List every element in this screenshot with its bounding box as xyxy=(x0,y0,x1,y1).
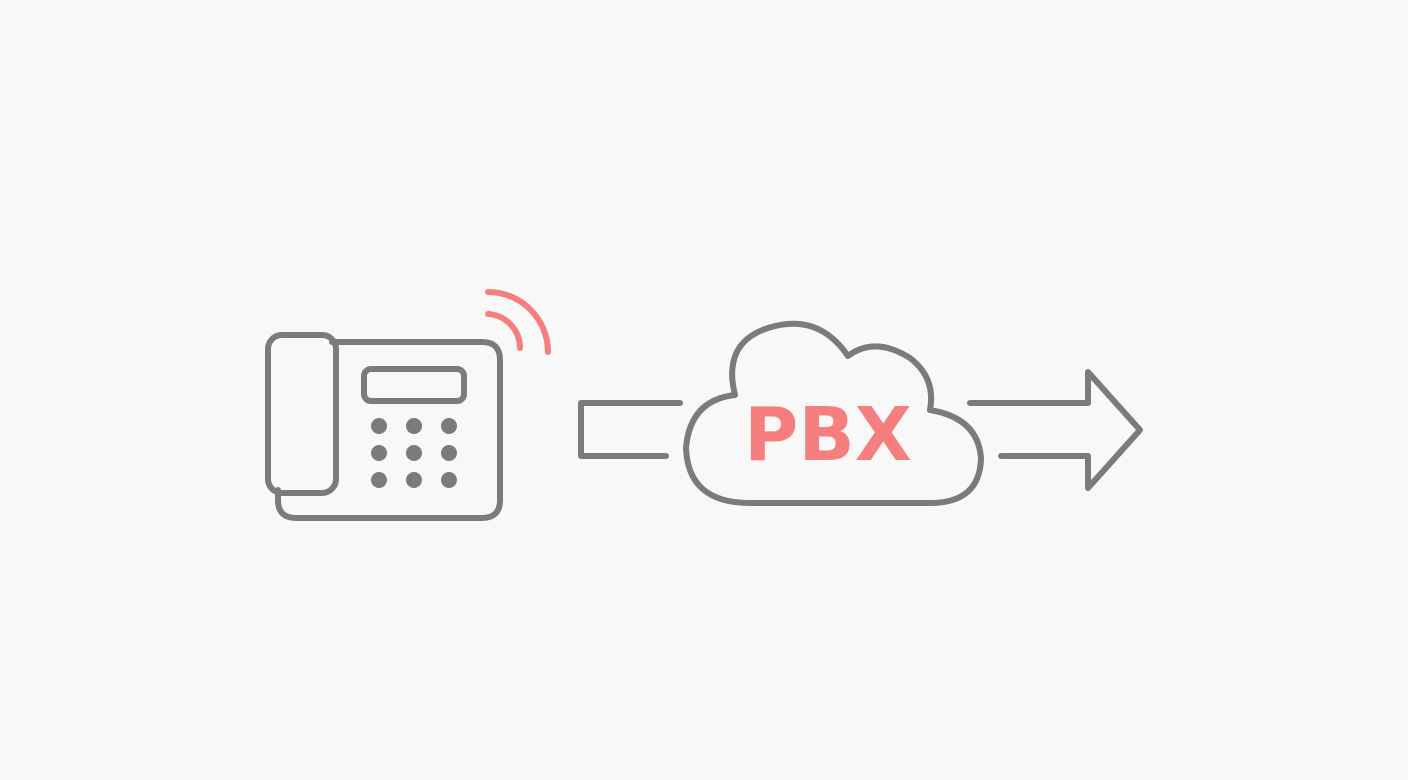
connector-left xyxy=(578,400,683,459)
signal-wave-inner xyxy=(485,311,524,351)
signal-wave-outer xyxy=(485,289,551,355)
right-arrow-icon xyxy=(967,369,1143,491)
keypad-key xyxy=(406,445,422,461)
phone-body xyxy=(275,339,503,521)
cloud-label: PBX xyxy=(744,392,912,478)
cloud-icon xyxy=(683,320,984,506)
signal-waves-icon xyxy=(485,289,551,355)
phone-keypad xyxy=(371,418,457,488)
keypad-key xyxy=(371,418,387,434)
phone-handset xyxy=(265,332,339,496)
keypad-key xyxy=(441,418,457,434)
keypad-key xyxy=(441,472,457,488)
phone-display xyxy=(361,366,467,404)
keypad-key xyxy=(371,472,387,488)
keypad-key xyxy=(406,472,422,488)
keypad-key xyxy=(371,445,387,461)
keypad-key xyxy=(441,445,457,461)
keypad-key xyxy=(406,418,422,434)
desk-phone-icon xyxy=(265,332,503,521)
